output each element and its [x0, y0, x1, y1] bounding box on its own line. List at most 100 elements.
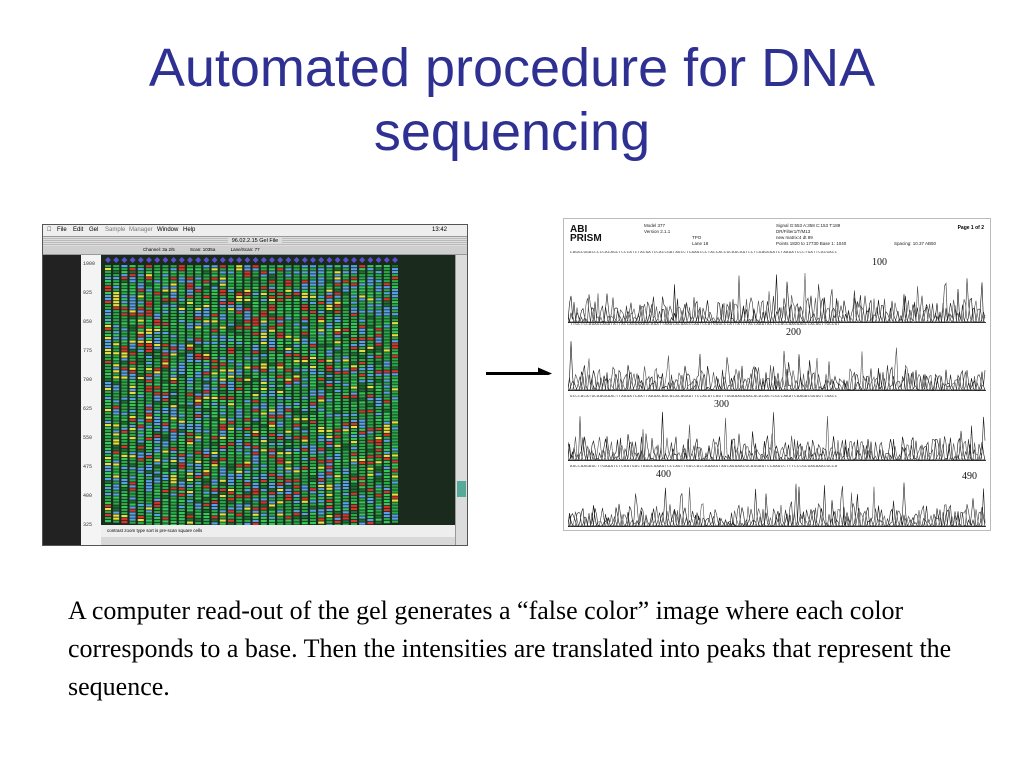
gel-band [170, 338, 177, 341]
gel-band [252, 421, 259, 424]
gel-band [146, 495, 152, 498]
gel-band [178, 478, 185, 481]
gel-lane [178, 257, 185, 525]
gel-band [162, 517, 169, 520]
gel-band [244, 292, 251, 296]
gel-band [203, 476, 210, 479]
chrom-header-line: DR/Filter1/T/M13 [776, 229, 811, 234]
gel-band [154, 474, 161, 477]
gel-band [178, 469, 185, 472]
gel-band [146, 340, 152, 344]
gel-band [137, 506, 144, 510]
gel-band [187, 289, 193, 292]
gel-band [195, 390, 202, 393]
gel-band [293, 295, 300, 299]
gel-band [228, 286, 234, 289]
gel-band [178, 460, 185, 463]
gel-band [293, 314, 300, 317]
gel-band [154, 507, 161, 510]
gel-band [121, 331, 128, 334]
gel-band [203, 494, 210, 497]
gel-band [277, 467, 284, 470]
gel-band [170, 499, 177, 502]
gel-band [301, 356, 308, 360]
gel-band [375, 280, 382, 283]
gel-band [162, 486, 169, 490]
gel-band [105, 361, 111, 364]
gel-band [269, 298, 275, 302]
gel-band [342, 265, 349, 268]
gel-band [170, 408, 177, 411]
gel-band [310, 332, 316, 335]
gel-band [293, 507, 300, 510]
gel-band [260, 320, 267, 323]
gel-band [203, 314, 210, 317]
gel-band [269, 507, 275, 510]
gel-band [137, 452, 144, 455]
gel-band [260, 323, 267, 326]
gel-band [105, 445, 111, 448]
gel-band [359, 498, 366, 501]
gel-band [351, 438, 357, 441]
gel-band [129, 361, 136, 364]
gel-band [244, 461, 251, 464]
gel-band [392, 367, 398, 370]
gel-band [187, 426, 193, 430]
gel-band [113, 373, 120, 376]
gel-band [342, 414, 349, 417]
gel-band [326, 323, 333, 326]
gel-band [277, 320, 284, 323]
gel-band [105, 295, 111, 298]
gel-band [236, 332, 243, 335]
gel-band [129, 406, 136, 410]
gel-band [359, 289, 366, 292]
gel-band [310, 311, 316, 314]
gel-band [178, 502, 185, 506]
gel-band [277, 510, 284, 513]
gel-band [334, 396, 341, 399]
gel-band [187, 280, 193, 283]
gel-band [326, 460, 333, 463]
gel-band [351, 489, 357, 492]
gel-band [326, 448, 333, 451]
gel-band [113, 310, 120, 313]
gel-band [146, 486, 152, 489]
gel-band [113, 319, 120, 322]
gel-band [318, 460, 325, 463]
gel-band [219, 473, 226, 476]
gel-band [244, 366, 251, 369]
gel-band [293, 274, 300, 277]
gel-band [154, 277, 161, 280]
gel-band [252, 268, 259, 271]
gel-band [367, 334, 374, 337]
gel-band [367, 301, 374, 304]
gel-band [301, 454, 308, 458]
gel-band [359, 516, 366, 519]
gel-band [269, 326, 275, 329]
gel-band [146, 471, 152, 474]
gel-band [392, 352, 398, 355]
gel-band [310, 289, 316, 292]
gel-band [334, 347, 341, 350]
gel-band [195, 304, 202, 308]
gel-band [244, 351, 251, 354]
gel-band [269, 341, 275, 345]
gel-band [178, 444, 185, 448]
gel-band [154, 395, 161, 398]
gel-band [383, 340, 390, 343]
gel-band [137, 497, 144, 501]
gel-band [351, 347, 357, 350]
gel-band [105, 394, 111, 397]
gel-band [277, 418, 284, 421]
gel-band [154, 319, 161, 322]
gel-band [121, 286, 128, 289]
gel-band [228, 476, 234, 479]
gel-band [277, 292, 284, 296]
gel-band [334, 499, 341, 502]
gel-band [121, 391, 128, 394]
gel-band [318, 475, 325, 478]
gel-band [342, 274, 349, 277]
gel-band [105, 316, 111, 319]
gel-band [211, 406, 218, 409]
lane-marker-icon [277, 257, 284, 263]
